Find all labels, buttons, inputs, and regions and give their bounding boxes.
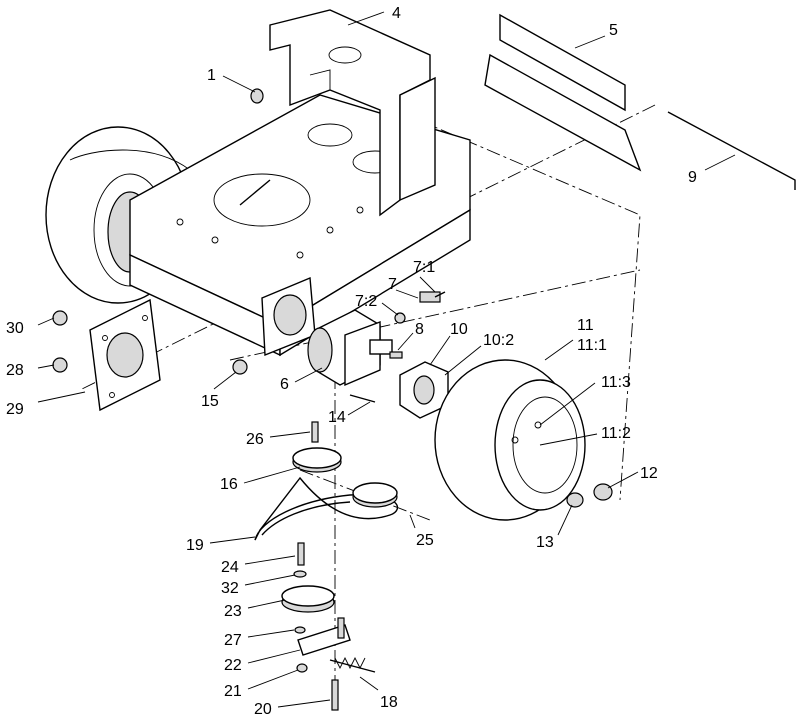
callout-15: 15: [201, 393, 219, 410]
side-plate: [89, 298, 161, 412]
callout-10: 10: [450, 321, 468, 338]
hub: [399, 361, 449, 419]
callout-27: 27: [224, 632, 242, 649]
right-wheel: [434, 359, 586, 521]
callout-7: 7: [388, 276, 397, 293]
callout-7-2: 7:2: [355, 293, 377, 310]
callout-11: 11: [577, 317, 594, 334]
upright-bracket: [269, 9, 436, 217]
callout-19: 19: [186, 537, 204, 554]
shield-bar: [484, 13, 642, 172]
callout-16: 16: [220, 476, 238, 493]
callout-7-1: 7:1: [413, 259, 435, 276]
callout-22: 22: [224, 657, 242, 674]
callout-11-3: 11:3: [601, 374, 631, 391]
callout-23: 23: [224, 603, 242, 620]
mount-plate: [261, 276, 316, 357]
callout-labels: 1 4 5 9 7:1 7 7:2 8 10 10:2 11 11:1 11:3…: [6, 5, 697, 718]
callout-25: 25: [416, 532, 434, 549]
callout-11-1: 11:1: [577, 337, 607, 354]
callout-6: 6: [280, 376, 289, 393]
callout-30: 30: [6, 320, 24, 337]
callout-24: 24: [221, 559, 239, 576]
callout-28: 28: [6, 362, 24, 379]
callout-10-2: 10:2: [483, 332, 514, 349]
rod: [667, 111, 796, 190]
callout-12: 12: [640, 465, 658, 482]
belt-assembly: [254, 421, 399, 541]
wheel-nuts: [566, 483, 613, 508]
callout-4: 4: [392, 5, 401, 22]
callout-14: 14: [328, 409, 346, 426]
callout-13: 13: [536, 534, 554, 551]
callout-18: 18: [380, 694, 398, 711]
callout-21: 21: [224, 683, 242, 700]
callout-5: 5: [609, 22, 618, 39]
leader-lines: [37, 11, 736, 708]
callout-29: 29: [6, 401, 24, 418]
callout-26: 26: [246, 431, 264, 448]
idler-assembly: [281, 542, 376, 711]
callout-8: 8: [415, 321, 424, 338]
motor: [307, 309, 393, 387]
callout-20: 20: [254, 701, 272, 718]
hardware: [52, 88, 446, 403]
callout-1: 1: [207, 67, 216, 84]
callout-11-2: 11:2: [601, 425, 631, 442]
callout-32: 32: [221, 580, 239, 597]
callout-9: 9: [688, 169, 697, 186]
